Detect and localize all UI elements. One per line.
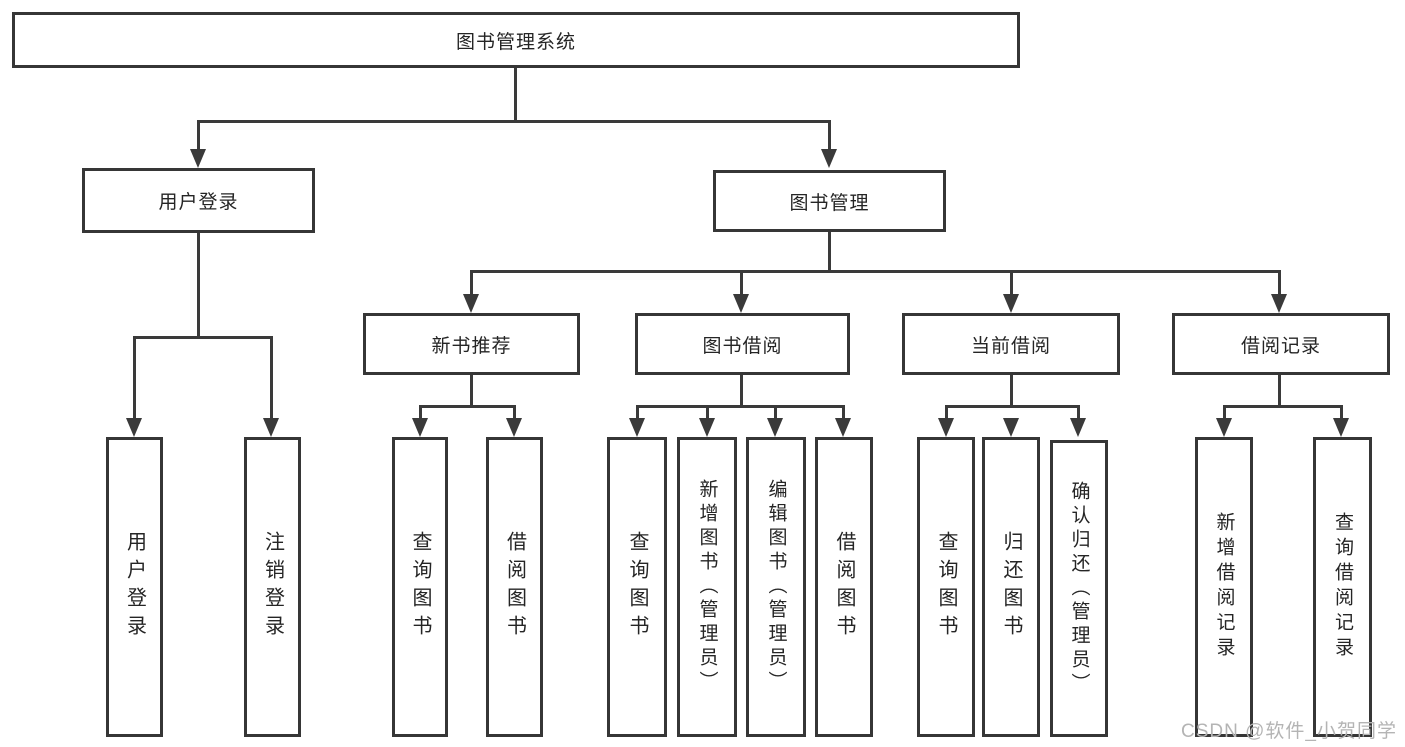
- connector-vline: [197, 233, 200, 339]
- connector-vline: [197, 120, 200, 152]
- node-book-management: 图书管理: [713, 170, 946, 232]
- connector-vline: [842, 405, 845, 421]
- arrowhead-down-icon: [190, 149, 206, 168]
- connector-vline: [706, 405, 709, 421]
- leaf-query-books: 查询图书: [917, 437, 975, 737]
- arrowhead-down-icon: [699, 418, 715, 437]
- connector-vline: [470, 375, 473, 408]
- connector-hline: [197, 120, 831, 123]
- arrowhead-down-icon: [835, 418, 851, 437]
- node-book-borrowing: 图书借阅: [635, 313, 850, 375]
- connector-vline: [1340, 405, 1343, 421]
- arrowhead-down-icon: [126, 418, 142, 437]
- connector-vline: [470, 270, 473, 298]
- leaf-query-books: 查询图书: [392, 437, 448, 737]
- arrowhead-down-icon: [1333, 418, 1349, 437]
- connector-hline: [470, 270, 1281, 273]
- leaf-add-borrow-record: 新增借阅记录: [1195, 437, 1253, 737]
- arrowhead-down-icon: [629, 418, 645, 437]
- connector-vline: [419, 405, 422, 421]
- connector-hline: [419, 405, 516, 408]
- leaf-return-books: 归还图书: [982, 437, 1040, 737]
- connector-vline: [1010, 375, 1013, 408]
- leaf-confirm-return-admin: 确认归还（管理员）: [1050, 440, 1108, 737]
- connector-vline: [133, 336, 136, 421]
- leaf-borrow-books: 借阅图书: [815, 437, 873, 737]
- arrowhead-down-icon: [938, 418, 954, 437]
- connector-hline: [945, 405, 1079, 408]
- connector-vline: [1010, 270, 1013, 298]
- node-user-login: 用户登录: [82, 168, 315, 233]
- connector-hline: [636, 405, 845, 408]
- connector-vline: [1223, 405, 1226, 421]
- arrowhead-down-icon: [1070, 418, 1086, 437]
- connector-vline: [774, 405, 777, 421]
- arrowhead-down-icon: [821, 149, 837, 168]
- leaf-query-borrow-record: 查询借阅记录: [1313, 437, 1372, 737]
- connector-vline: [513, 405, 516, 421]
- connector-vline: [514, 68, 517, 122]
- leaf-user-login: 用户登录: [106, 437, 163, 737]
- arrowhead-down-icon: [1003, 294, 1019, 313]
- leaf-logout: 注销登录: [244, 437, 301, 737]
- arrowhead-down-icon: [412, 418, 428, 437]
- leaf-edit-book-admin: 编辑图书（管理员）: [746, 437, 806, 737]
- connector-hline: [133, 336, 273, 339]
- arrowhead-down-icon: [767, 418, 783, 437]
- node-new-book-recommendation: 新书推荐: [363, 313, 580, 375]
- arrowhead-down-icon: [733, 294, 749, 313]
- connector-vline: [1077, 405, 1080, 421]
- leaf-add-book-admin: 新增图书（管理员）: [677, 437, 737, 737]
- connector-vline: [1278, 270, 1281, 298]
- arrowhead-down-icon: [506, 418, 522, 437]
- connector-vline: [1278, 375, 1281, 408]
- node-borrowing-records: 借阅记录: [1172, 313, 1390, 375]
- connector-vline: [828, 232, 831, 273]
- connector-hline: [1223, 405, 1343, 408]
- connector-vline: [636, 405, 639, 421]
- connector-vline: [740, 375, 743, 408]
- arrowhead-down-icon: [1271, 294, 1287, 313]
- leaf-query-books: 查询图书: [607, 437, 667, 737]
- leaf-borrow-books: 借阅图书: [486, 437, 543, 737]
- arrowhead-down-icon: [1216, 418, 1232, 437]
- connector-vline: [828, 120, 831, 152]
- connector-vline: [270, 336, 273, 421]
- connector-vline: [740, 270, 743, 298]
- arrowhead-down-icon: [1003, 418, 1019, 437]
- csdn-watermark: CSDN @软件_小贺同学: [1181, 721, 1397, 742]
- connector-vline: [945, 405, 948, 421]
- node-current-borrowing: 当前借阅: [902, 313, 1120, 375]
- node-library-management-system: 图书管理系统: [12, 12, 1020, 68]
- arrowhead-down-icon: [263, 418, 279, 437]
- arrowhead-down-icon: [463, 294, 479, 313]
